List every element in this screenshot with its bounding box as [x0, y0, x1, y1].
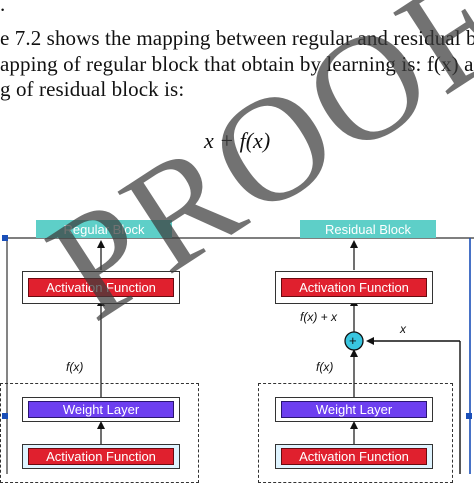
residual-activation-bottom: Activation Function [281, 448, 427, 465]
residual-activation-frame-top: Activation Function [275, 271, 433, 304]
text-line-2: apping of regular block that obtain by l… [0, 52, 474, 76]
regular-block-title: Regular Block [36, 220, 172, 238]
add-node-plus: + [349, 333, 357, 348]
residual-activation-top: Activation Function [281, 278, 427, 297]
regular-activation-frame-top: Activation Function [22, 271, 180, 304]
residual-block-title: Residual Block [300, 220, 436, 238]
regular-activation-frame-bottom: Activation Function [22, 444, 180, 469]
residual-weight-frame: Weight Layer [275, 397, 433, 422]
regular-activation-bottom: Activation Function [28, 448, 174, 465]
regular-activation-top: Activation Function [28, 278, 174, 297]
regular-weight-layer: Weight Layer [28, 401, 174, 418]
text-line-3: g of residual block is: [0, 77, 185, 101]
residual-activation-frame-bottom: Activation Function [275, 444, 433, 469]
residual-fx-label: f(x) [316, 360, 334, 374]
residual-sum-label: f(x) + x [300, 310, 338, 324]
regular-fx-label: f(x) [66, 360, 84, 374]
regular-weight-frame: Weight Layer [22, 397, 180, 422]
text-line-0: . [0, 0, 6, 16]
residual-x-label: x [400, 322, 406, 336]
equation: x + f(x) [204, 128, 271, 153]
text-line-1: e 7.2 shows the mapping between regular … [0, 26, 474, 50]
residual-weight-layer: Weight Layer [281, 401, 427, 418]
